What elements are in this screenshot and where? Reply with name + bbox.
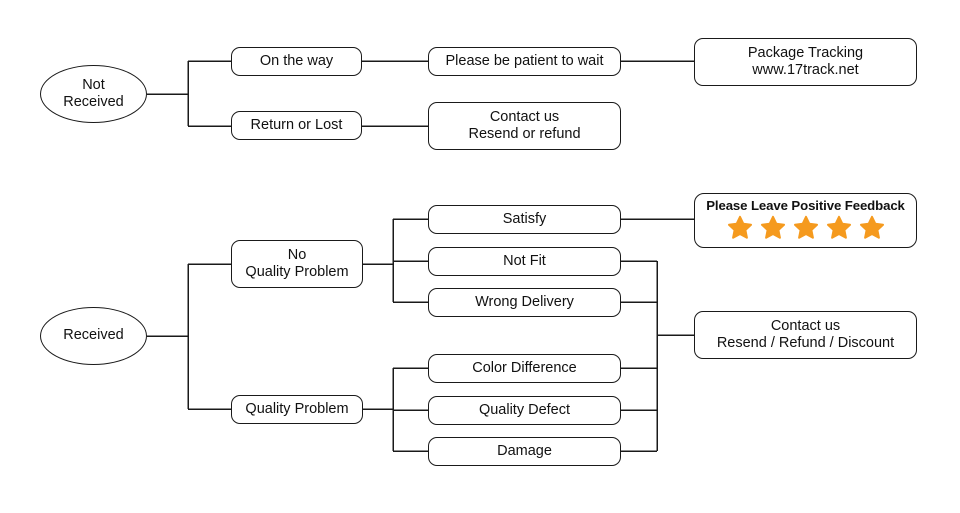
node-contact-resend-refund-label: Contact us Resend or refund (468, 108, 581, 142)
node-on-the-way[interactable]: On the way (231, 47, 362, 76)
node-quality-problem-label: Quality Problem (245, 400, 349, 417)
node-return-or-lost-label: Return or Lost (250, 116, 343, 133)
node-package-tracking-label: Package Tracking www.17track.net (747, 44, 864, 78)
node-on-the-way-label: On the way (259, 52, 334, 69)
star-icon[interactable] (760, 215, 786, 241)
node-quality-defect-label: Quality Defect (478, 401, 571, 418)
node-color-difference[interactable]: Color Difference (428, 354, 621, 383)
star-icon[interactable] (727, 215, 753, 241)
node-no-quality-problem[interactable]: No Quality Problem (231, 240, 363, 288)
node-contact-resend-refund-discount-label: Contact us Resend / Refund / Discount (716, 317, 895, 351)
node-satisfy[interactable]: Satisfy (428, 205, 621, 234)
node-received-label: Received (63, 327, 124, 344)
star-icon[interactable] (793, 215, 819, 241)
node-damage[interactable]: Damage (428, 437, 621, 466)
star-icon[interactable] (826, 215, 852, 241)
node-color-difference-label: Color Difference (472, 359, 577, 376)
node-wrong-delivery[interactable]: Wrong Delivery (428, 288, 621, 317)
node-not-received-label: Not Received (63, 76, 124, 110)
node-not-fit-label: Not Fit (503, 252, 546, 269)
star-icon[interactable] (859, 215, 885, 241)
node-return-or-lost[interactable]: Return or Lost (231, 111, 362, 140)
node-quality-problem[interactable]: Quality Problem (231, 395, 363, 424)
feedback-title: Please Leave Positive Feedback (706, 197, 905, 213)
node-wrong-delivery-label: Wrong Delivery (475, 293, 574, 310)
node-positive-feedback[interactable]: Please Leave Positive Feedback (694, 193, 917, 248)
node-quality-defect[interactable]: Quality Defect (428, 396, 621, 425)
node-received[interactable]: Received (40, 307, 147, 365)
node-damage-label: Damage (497, 442, 552, 459)
node-contact-resend-refund-discount[interactable]: Contact us Resend / Refund / Discount (694, 311, 917, 359)
node-contact-resend-refund[interactable]: Contact us Resend or refund (428, 102, 621, 150)
node-no-quality-problem-label: No Quality Problem (245, 246, 349, 280)
node-package-tracking[interactable]: Package Tracking www.17track.net (694, 38, 917, 86)
node-please-be-patient-label: Please be patient to wait (445, 52, 604, 69)
star-rating[interactable] (727, 215, 885, 241)
node-please-be-patient[interactable]: Please be patient to wait (428, 47, 621, 76)
node-satisfy-label: Satisfy (502, 210, 547, 227)
node-not-fit[interactable]: Not Fit (428, 247, 621, 276)
node-not-received[interactable]: Not Received (40, 65, 147, 123)
